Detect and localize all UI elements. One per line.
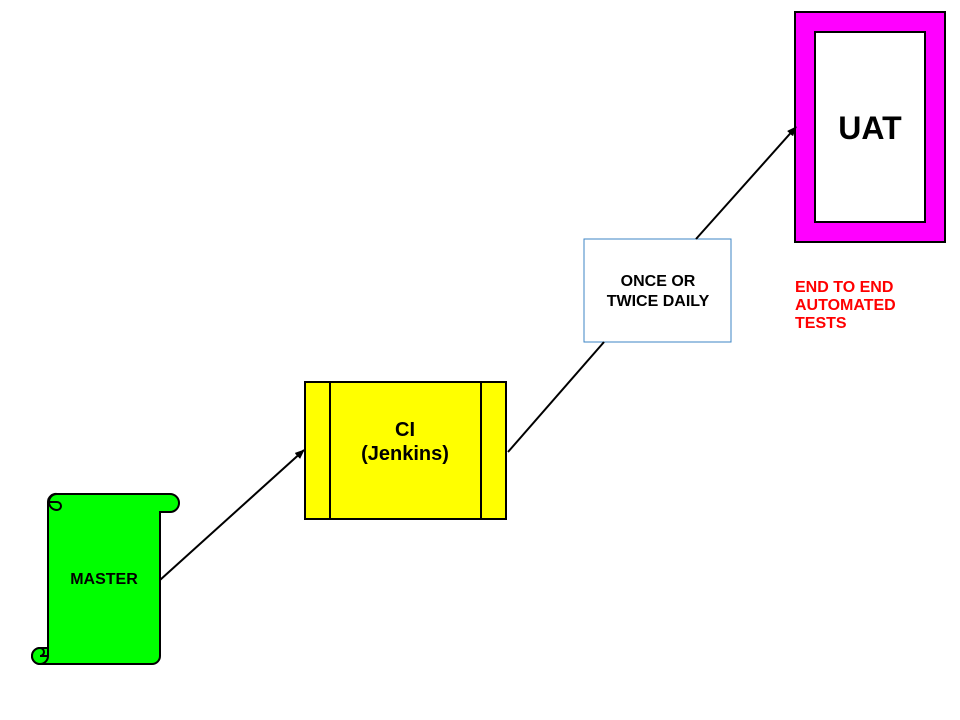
end-to-end-tests-note: END TO END AUTOMATED TESTS bbox=[795, 279, 896, 332]
line-ci-to-frequency bbox=[507, 341, 605, 453]
master-scroll-bottom-curl bbox=[31, 647, 49, 666]
arrow-frequency-to-uat bbox=[695, 126, 797, 240]
ci-label: CI (Jenkins) bbox=[361, 419, 449, 465]
master-scroll-top-curl bbox=[48, 493, 62, 512]
frequency-box bbox=[583, 238, 732, 343]
frequency-label: ONCE OR TWICE DAILY bbox=[606, 273, 710, 310]
master-label: MASTER bbox=[70, 571, 138, 588]
ci-box bbox=[304, 381, 507, 520]
uat-label: UAT bbox=[838, 110, 902, 146]
arrow-master-to-ci bbox=[159, 449, 305, 581]
ci-process-node bbox=[304, 381, 507, 520]
master-scroll-node bbox=[31, 492, 180, 666]
uat-frame-inner bbox=[814, 31, 926, 223]
uat-frame-node bbox=[794, 11, 946, 243]
